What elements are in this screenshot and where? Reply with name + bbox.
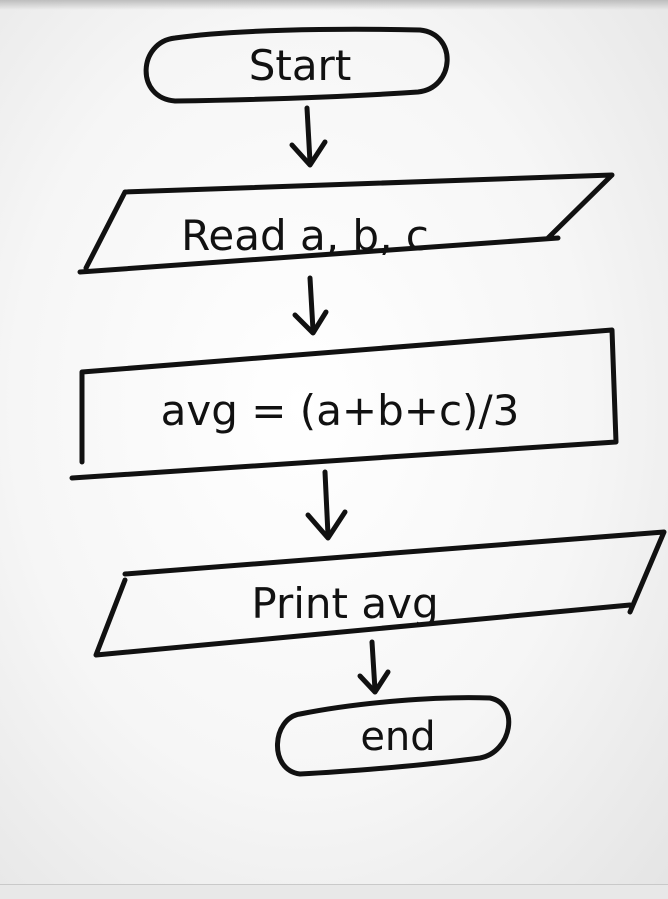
read-label: Read a, b, c — [181, 211, 429, 260]
print-parallelogram-shape — [93, 529, 667, 658]
process-rectangle-shape — [69, 327, 619, 481]
bottom-edge — [0, 884, 668, 899]
read-parallelogram-shape — [77, 172, 615, 275]
arrow-read-to-process — [292, 275, 329, 336]
start-terminal-shape — [143, 26, 450, 104]
end-label: end — [360, 714, 435, 760]
start-node: Start — [143, 26, 450, 104]
arrow-print-to-end — [357, 639, 391, 695]
top-shadow — [0, 0, 668, 10]
read-node: Read a, b, c — [77, 172, 615, 275]
process-node: avg = (a+b+c)/3 — [69, 327, 619, 481]
end-node: end — [275, 695, 512, 777]
arrow-start-to-read — [289, 105, 328, 168]
end-terminal-shape — [275, 695, 512, 777]
process-label: avg = (a+b+c)/3 — [161, 386, 520, 435]
print-label: Print avg — [251, 579, 438, 628]
start-label: Start — [249, 41, 352, 90]
print-node: Print avg — [93, 529, 667, 658]
arrow-process-to-print — [305, 469, 348, 541]
